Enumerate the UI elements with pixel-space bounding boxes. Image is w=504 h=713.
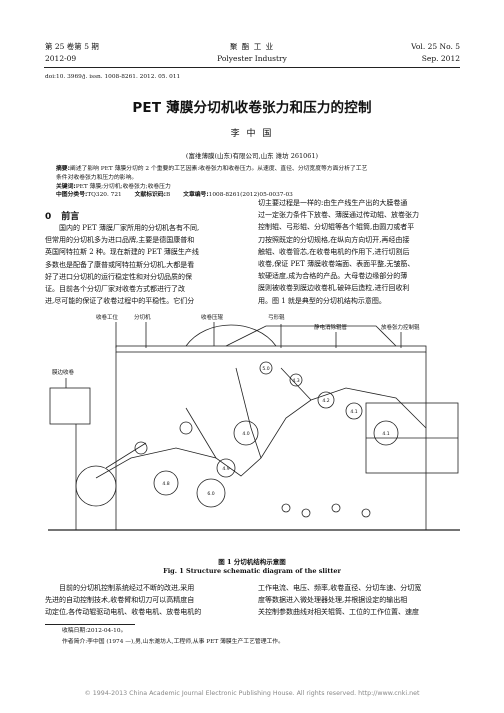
label-unwind-tension: 放卷张力控制辊 <box>381 323 420 331</box>
header-volume-en: Vol. 25 No. 5 <box>411 42 460 51</box>
body-line: 软硬适度,成为合格的产品。大母卷边缘部分的薄 <box>258 272 408 281</box>
header-date-left: 2012-09 <box>45 54 77 63</box>
body-line: 英国阿特拉斯 2 种。现在新建的 PET 薄膜生产线 <box>45 248 199 257</box>
figure-caption-cn: 图 1 分切机结构示意图 <box>218 558 286 566</box>
bottom-right-text: 工作电流、电压、频率,收卷直径、分切车速、分切宽度等数据进入微处理器处理,并根据… <box>258 582 462 619</box>
header-rule <box>44 67 460 68</box>
roll-tag: 4.9 <box>222 466 229 472</box>
label-unwind: 收卷工位 <box>96 313 119 321</box>
body-line: 证。目前各个分切厂家对收卷方式都进行了改 <box>45 285 185 294</box>
roll-tag: 4.8 <box>162 481 169 487</box>
label-electrostatic: 静电消除辊管 <box>314 323 348 331</box>
body-line: 国内的 PET 薄膜厂家所用的分切机各有不同, <box>59 224 200 232</box>
body-line: 好了进口分切机的运行稳定性和对分切品质的保 <box>45 272 192 281</box>
body-line: 多数也是配备了康普或阿特拉斯分切机,大都是看 <box>45 260 195 269</box>
body-line: 工作电流、电压、频率,收卷直径、分切车速、分切宽 <box>258 584 422 592</box>
body-line: 刀按照既定的分切规格,在纵向方向切开,再经由接 <box>258 235 410 244</box>
body-line: 先进的自动控制技术,收卷臂和切刀可以高精度自 <box>45 596 195 605</box>
roll-tag: 4.3 <box>292 378 299 384</box>
header-journal-en: Polyester Industry <box>217 54 287 63</box>
body-line: 触辊、收卷管芯,在收卷电机的作用下,进行切割后 <box>258 247 410 256</box>
roll-tag: 5.0 <box>262 366 269 372</box>
left-column-text: 国内的 PET 薄膜厂家所用的分切机各有不同, 但常用的分切机多为进口品牌,主要是… <box>45 222 249 307</box>
body-line: 过一定张力条件下放卷、薄膜通过传动辊、放卷张力 <box>258 211 419 220</box>
body-line: 膜则被收卷到膜边收卷机,破碎后造粒,进行回收利 <box>258 284 410 293</box>
classification: 中图分类号:TQ320. 721 文献标识码:B 文章编号:1008-8261(… <box>56 192 293 199</box>
footnote-author-bio: 作者简介:李中国 (1974 —),男,山东潍坊人,工程师,从事 PET 薄膜生… <box>62 639 284 645</box>
label-edge-winder: 膜边收卷 <box>52 368 75 376</box>
unwind-roll <box>373 420 399 446</box>
author: 李 中 国 <box>230 129 274 139</box>
right-column-text: 切主要过程是一样的:由生产线生产出的大膜卷通过一定张力条件下放卷、薄膜通过传动辊… <box>258 197 462 307</box>
doi: doi:10. 3969/j. issn. 1008-8261. 2012. 0… <box>45 74 181 80</box>
label-slitter: 分切机 <box>134 313 151 321</box>
body-line: 目前的分切机控制系统经过不断的改进,采用 <box>59 584 195 592</box>
body-line: 用。图 1 就是典型的分切机结构示意图。 <box>258 296 386 305</box>
slitter-diagram: 收卷工位 分切机 收卷压辊 弓形辊 静电消除辊管 放卷张力控制辊 膜边收卷 4.… <box>48 313 460 531</box>
roll-tag: 6.0 <box>207 491 214 497</box>
header-date-right: Sep. 2012 <box>421 54 460 63</box>
label-bow: 弓形辊 <box>268 313 285 321</box>
page-title: PET 薄膜分切机收卷张力和压力的控制 <box>132 100 372 116</box>
roll-tag: 4.0 <box>242 431 249 437</box>
body-line: 度等数据进入微处理器处理,并根据设定的输出相 <box>258 596 408 605</box>
roll-tag: 4.1 <box>350 409 357 415</box>
body-line: 切主要过程是一样的:由生产线生产出的大膜卷通 <box>258 199 408 207</box>
figure-caption-en: Fig. 1 Structure schematic diagram of th… <box>163 567 341 575</box>
keywords: 关键词:PET 薄膜;分切机;收卷张力;收卷压力 <box>56 183 171 190</box>
bottom-left-text: 目前的分切机控制系统经过不断的改进,采用先进的自动控制技术,收卷臂和切刀可以高精… <box>45 582 249 619</box>
footnote-received: 收稿日期:2012-04-10。 <box>62 628 127 634</box>
roll-tag: 4.1 <box>382 431 389 437</box>
body-line: 但常用的分切机多为进口品牌,主要是德国康普和 <box>45 236 195 245</box>
label-tension: 收卷压辊 <box>201 313 224 321</box>
header-journal-cn: 聚 酯 工 业 <box>229 42 275 51</box>
footnote-rule <box>45 624 135 625</box>
body-line: 收卷,保证 PET 薄膜收卷端面、表面平整,无皱筋、 <box>258 260 415 269</box>
body-line: 关控制参数曲线对相关辊筒、工位的工作位置、速度 <box>258 608 419 617</box>
body-line: 控制辊、弓形辊、分切辊等各个辊筒,由圆刀或者平 <box>258 223 415 232</box>
watermark: © 1994-2013 China Academic Journal Elect… <box>84 690 420 697</box>
body-line: 进,尽可能的保证了收卷过程中的平稳性。它们分 <box>45 297 195 306</box>
roll-tag: 4.2 <box>322 398 329 404</box>
abstract-line-1: 摘要:阐述了影响 PET 薄膜分切的 2 个重要的工艺因素:收卷张力和收卷压力。… <box>56 166 368 172</box>
body-line: 动定位,各传动辊驱动电机、收卷电机、放卷电机的 <box>45 608 202 617</box>
abstract-line-2: 条件对收卷张力和压力的影响。 <box>56 174 138 181</box>
affiliation: (富维薄膜(山东)有限公司,山东 潍坊 261061) <box>185 152 319 160</box>
header-volume-cn: 第 25 卷第 5 期 <box>45 42 99 51</box>
abstract-block: 摘要:阐述了影响 PET 薄膜分切的 2 个重要的工艺因素:收卷张力和收卷压力。… <box>56 165 450 200</box>
